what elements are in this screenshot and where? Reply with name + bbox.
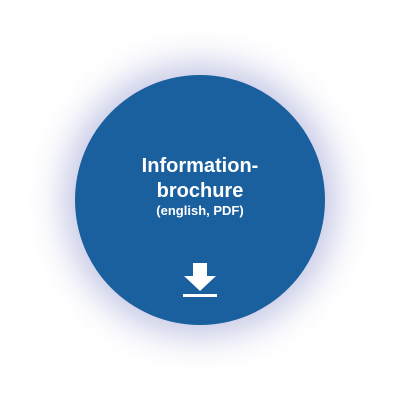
download-icon bbox=[183, 263, 217, 297]
brochure-title: Information- brochure bbox=[75, 154, 325, 204]
brochure-title-line-1: Information- bbox=[141, 155, 259, 177]
brochure-title-line-2: brochure bbox=[156, 180, 244, 202]
download-brochure-button[interactable]: Information- brochure (english, PDF) bbox=[75, 75, 325, 325]
brochure-subtitle: (english, PDF) bbox=[156, 203, 244, 218]
